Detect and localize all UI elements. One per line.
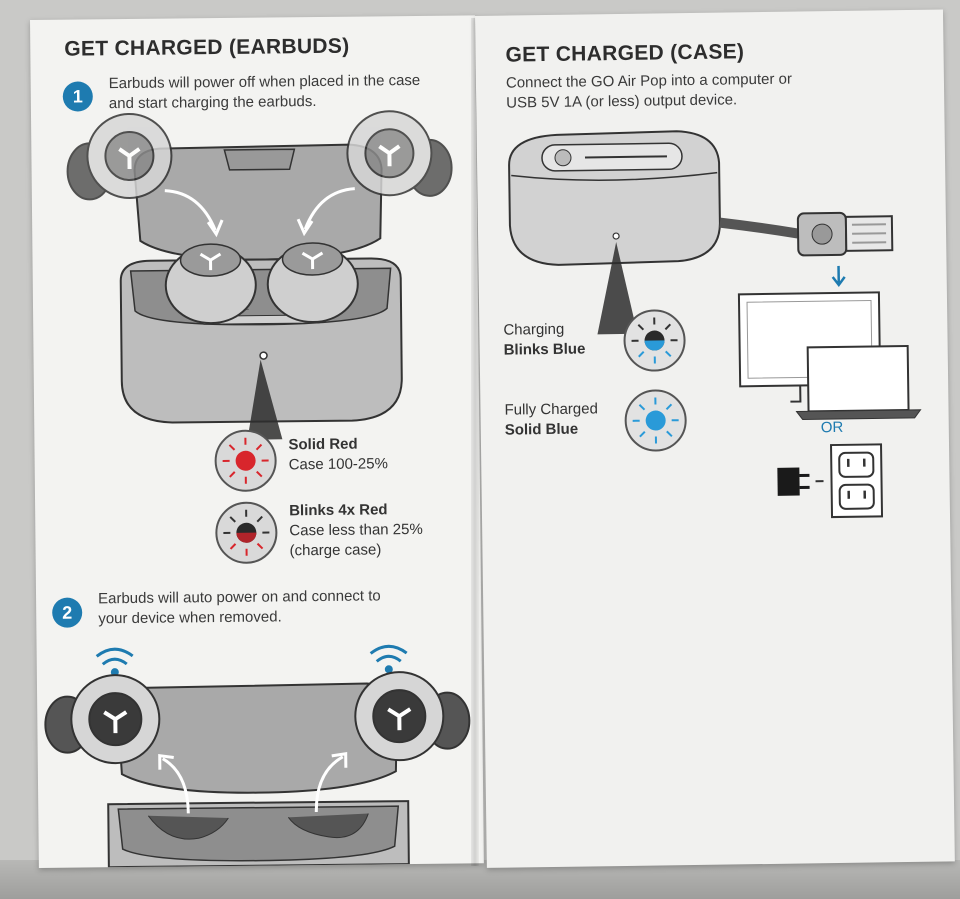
earbuds-in-case-illustration: L R xyxy=(66,110,453,440)
right-page-instructions-line1: Connect the GO Air Pop into a computer o… xyxy=(505,70,793,92)
wifi-signal-icon xyxy=(95,647,134,677)
indicator-blink-blue-caption: Charging Blinks Blue xyxy=(503,319,585,360)
left-page: GET CHARGED (EARBUDS) 1 Earbuds will pow… xyxy=(30,15,484,868)
case-charging-illustration xyxy=(508,130,922,420)
or-label: OR xyxy=(820,418,844,437)
wall-adapter-icon xyxy=(777,467,810,496)
indicator-blink-red-label: Blinks 4x Red xyxy=(289,501,388,520)
indicator-solid-blue-label: Solid Blue xyxy=(504,420,579,439)
earbud-icon xyxy=(354,671,471,762)
indicator-blink-blue-label: Blinks Blue xyxy=(503,340,586,359)
led-indicator-icon xyxy=(215,501,278,564)
arrow-icon xyxy=(161,757,190,814)
indicator-blink-red-detail-1: Case less than 25% xyxy=(289,520,423,540)
step-2-text-line1: Earbuds will auto power on and connect t… xyxy=(97,587,381,608)
indicator-solid-blue-detail: Fully Charged xyxy=(504,400,599,419)
earbud-icon xyxy=(66,112,173,201)
arrow-icon xyxy=(303,187,355,230)
indicator-solid-red-label: Solid Red xyxy=(288,435,358,454)
indicator-solid-blue-caption: Fully Charged Solid Blue xyxy=(504,399,598,440)
right-page-title: GET CHARGED (CASE) xyxy=(505,40,745,67)
usb-cable-icon xyxy=(719,211,894,257)
step-1-text-line1: Earbuds will power off when placed in th… xyxy=(108,71,421,93)
case-led xyxy=(259,351,268,360)
earbud-icon xyxy=(164,243,257,325)
step-2-badge: 2 xyxy=(52,597,83,628)
indicator-solid-red-caption: Solid Red Case 100-25% xyxy=(288,434,388,475)
arrow-icon xyxy=(314,755,344,813)
wall-outlet-icon xyxy=(830,443,884,519)
wifi-signal-icon xyxy=(369,644,408,674)
laptop-icon xyxy=(795,344,922,420)
led-indicator-icon xyxy=(214,429,277,492)
indicator-solid-red-detail: Case 100-25% xyxy=(288,455,388,474)
case-led xyxy=(612,232,620,240)
led-indicator-icon xyxy=(624,389,687,452)
earbuds-removed-illustration xyxy=(44,644,471,868)
charging-case-icon xyxy=(508,130,721,266)
led-indicator-icon xyxy=(623,309,686,372)
earbud-icon xyxy=(44,674,161,765)
indicator-blink-red-detail-2: (charge case) xyxy=(289,541,382,560)
step-1-badge: 1 xyxy=(62,81,93,112)
power-source-illustration xyxy=(777,443,884,519)
page-fold xyxy=(471,18,479,866)
right-page: GET CHARGED (CASE) Connect the GO Air Po… xyxy=(475,9,955,868)
right-page-instructions-line2: USB 5V 1A (or less) output device. xyxy=(506,91,738,112)
indicator-blink-red-caption: Blinks 4x Red Case less than 25% (charge… xyxy=(289,500,423,561)
arrow-icon xyxy=(164,189,217,231)
step-2-text-line2: your device when removed. xyxy=(98,608,282,628)
earbud-icon xyxy=(346,110,453,197)
left-page-title: GET CHARGED (EARBUDS) xyxy=(64,34,350,61)
indicator-blink-blue-detail: Charging xyxy=(503,320,565,339)
right-page-instructions: Connect the GO Air Pop into a computer o… xyxy=(506,70,793,114)
step-2-text: Earbuds will auto power on and connect t… xyxy=(98,586,381,629)
earbud-icon xyxy=(266,242,359,324)
